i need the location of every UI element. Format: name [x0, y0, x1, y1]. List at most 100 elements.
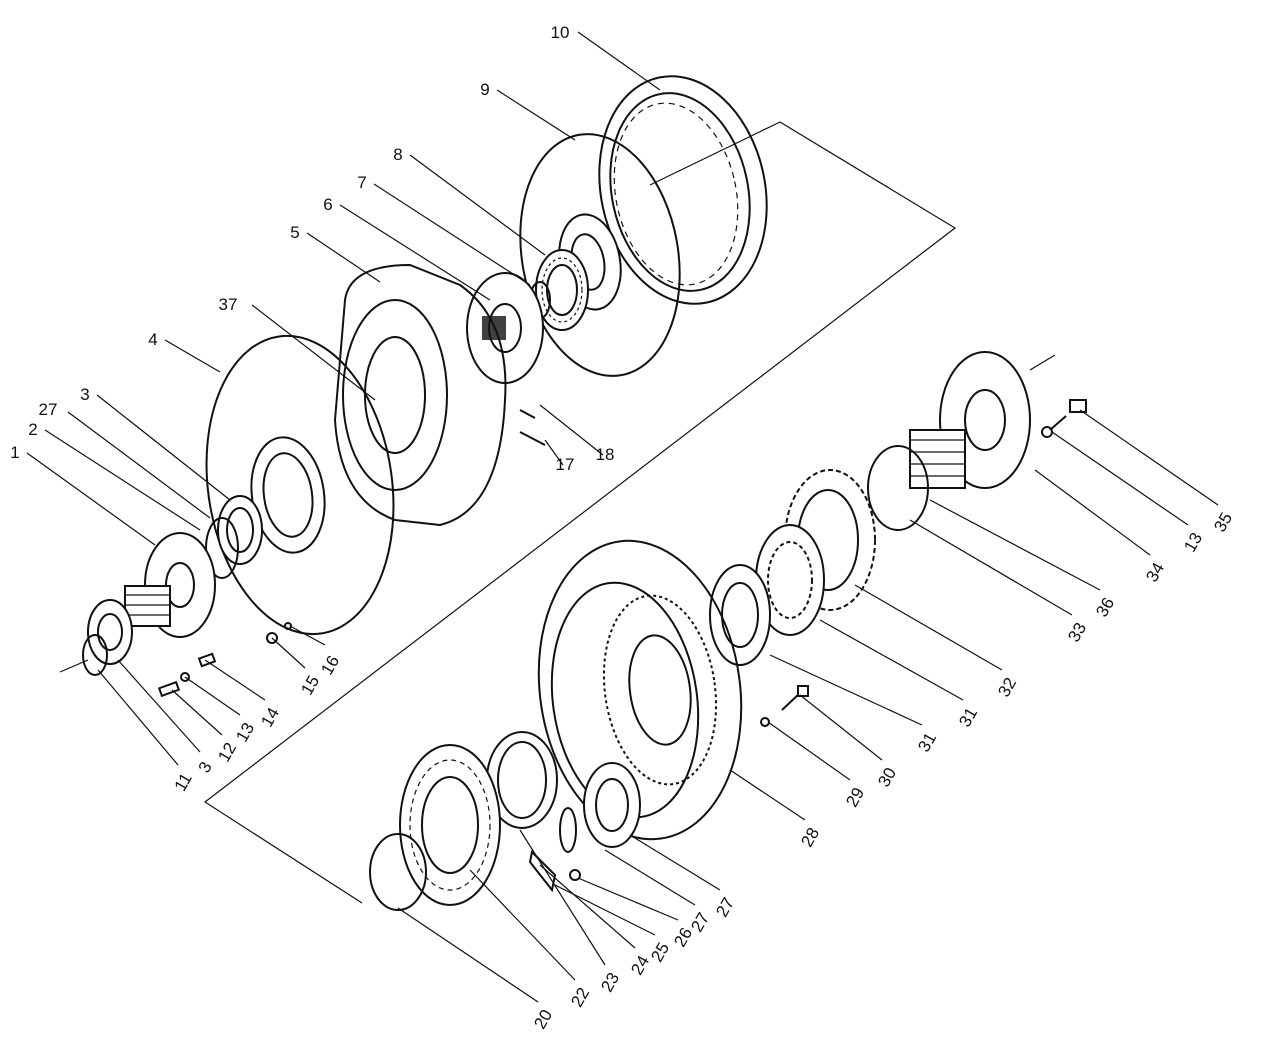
- callout-label-c36: 36: [1092, 594, 1118, 620]
- callout-label-c2: 2: [28, 420, 37, 439]
- part-hub-6: [466, 272, 544, 384]
- part-ring-10: [598, 75, 768, 305]
- callout-label-c31b: 31: [914, 729, 940, 755]
- callout-leader-c18: [539, 404, 604, 456]
- part-small-24-26: [528, 807, 581, 893]
- callout-leader-c13a: [184, 676, 241, 716]
- callout-label-c14: 14: [257, 704, 283, 730]
- part-flange-shaft-1: [124, 532, 216, 638]
- callout-leader-c14: [204, 659, 266, 701]
- callout-label-c4: 4: [148, 330, 157, 349]
- callout-label-c17: 17: [556, 455, 575, 474]
- callout-label-c27a: 27: [39, 400, 58, 419]
- part-nut-3: [87, 599, 133, 665]
- callout-label-c27b: 27: [712, 894, 738, 920]
- callout-label-c5: 5: [290, 223, 299, 242]
- callout-leader-c5: [306, 232, 381, 283]
- part-bearing-3: [217, 495, 263, 565]
- part-bolt-35: [1049, 399, 1087, 431]
- callout-leader-c1: [26, 452, 156, 546]
- callout-leader-c10: [577, 31, 661, 91]
- callout-label-c34: 34: [1142, 559, 1168, 585]
- callout-label-c20: 20: [530, 1006, 556, 1032]
- callout-label-c35: 35: [1210, 509, 1236, 535]
- callout-label-c3a: 3: [80, 385, 89, 404]
- part-pump-wheel-5: [333, 263, 507, 527]
- callout-leader-c6: [339, 204, 491, 301]
- callout-leader-c23: [519, 829, 606, 966]
- assembly-boundary-lines: [203, 121, 957, 904]
- part-guide-wheel-22: [399, 744, 501, 906]
- part-ring-36: [867, 445, 929, 531]
- callout-leader-c37: [251, 304, 376, 401]
- callout-leader-c27a: [67, 411, 211, 519]
- callout-leader-c3b: [117, 659, 201, 753]
- callout-leader-c31b: [769, 654, 923, 726]
- part-ring-11: [59, 634, 108, 676]
- part-pins-17-18: [519, 409, 546, 446]
- part-washer-29: [760, 717, 770, 727]
- part-bearing-31b: [709, 564, 771, 666]
- callout-leader-c27b: [629, 834, 721, 891]
- part-ring-27: [205, 517, 239, 579]
- part-washer-13: [1041, 426, 1053, 438]
- callout-leader-c20: [397, 907, 539, 1003]
- callout-label-c37: 37: [219, 295, 238, 314]
- callout-leader-c2: [44, 429, 201, 531]
- callout-label-c7: 7: [357, 173, 366, 192]
- callout-leader-c12: [171, 689, 223, 736]
- callout-leader-c17: [544, 439, 564, 466]
- callout-leader-c24: [539, 864, 636, 949]
- callout-leader-c22: [469, 869, 576, 981]
- callout-leader-c4: [164, 339, 221, 373]
- part-snap-ring-20: [369, 833, 427, 911]
- callout-label-c10: 10: [551, 23, 570, 42]
- callout-label-c29: 29: [842, 784, 868, 810]
- callout-leader-c11: [97, 669, 179, 766]
- callout-label-c12: 12: [214, 739, 240, 765]
- part-bolt-30: [781, 685, 809, 711]
- callout-leader-c31a: [819, 619, 964, 701]
- callout-leader-c36: [929, 499, 1101, 591]
- part-ring-23: [486, 731, 558, 829]
- callout-leader-c9: [496, 89, 576, 141]
- callout-label-c13b: 13: [1180, 529, 1206, 555]
- callout-label-c33: 33: [1064, 619, 1090, 645]
- callout-label-c1: 1: [10, 443, 19, 462]
- callout-label-c30: 30: [874, 764, 900, 790]
- callout-leader-c26: [577, 877, 679, 921]
- callout-leader-c27c: [604, 849, 696, 906]
- part-retainer-27: [583, 762, 641, 848]
- part-housing-28: [537, 539, 743, 841]
- callout-leader-c7: [373, 183, 531, 286]
- callout-label-c9: 9: [480, 80, 489, 99]
- callout-label-c3b: 3: [195, 758, 216, 776]
- callout-leader-c34: [1034, 469, 1151, 556]
- callout-leader-c32: [854, 584, 1003, 671]
- callout-leader-c33: [909, 519, 1073, 616]
- callout-leader-c29: [767, 721, 851, 781]
- callout-label-c13a: 13: [232, 719, 258, 745]
- callout-label-c16: 16: [317, 652, 343, 678]
- callout-label-c11: 11: [171, 770, 196, 795]
- part-bearing-8: [535, 249, 589, 331]
- callout-label-c8: 8: [393, 145, 402, 164]
- callout-label-c28: 28: [797, 824, 823, 850]
- callout-leader-c28: [729, 769, 806, 821]
- callout-leader-c16: [289, 625, 326, 646]
- callout-leader-c3a: [96, 394, 231, 501]
- callout-label-c31a: 31: [955, 704, 981, 730]
- part-output-flange-34: [909, 351, 1056, 489]
- callout-label-c15: 15: [297, 672, 323, 698]
- callout-label-c32: 32: [994, 674, 1020, 700]
- callout-leader-c30: [799, 694, 883, 761]
- callout-label-c18: 18: [596, 445, 615, 464]
- callout-leader-c35: [1079, 409, 1219, 506]
- callout-label-c6: 6: [323, 195, 332, 214]
- callout-leader-c13b: [1051, 431, 1189, 526]
- part-input-disc-4: [205, 334, 395, 636]
- callout-label-c23: 23: [597, 969, 623, 995]
- callout-leader-c8: [409, 154, 546, 256]
